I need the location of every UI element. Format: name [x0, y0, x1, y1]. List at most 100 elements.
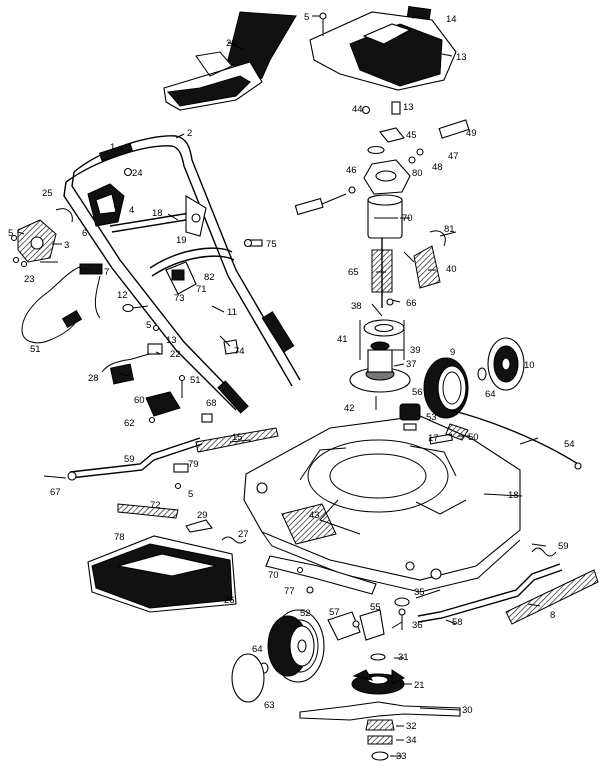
- part-number-82: 82: [204, 272, 215, 283]
- part-number-38: 38: [351, 301, 362, 312]
- part-number-47: 47: [448, 151, 459, 162]
- part-number-68: 68: [206, 398, 217, 409]
- part-number-3: 3: [64, 240, 69, 251]
- brush-holder-part: [403, 230, 446, 289]
- part-number-15: 15: [232, 432, 243, 443]
- motor-cover-part: [309, 5, 457, 91]
- part-number-5: 5: [146, 320, 151, 331]
- part-number-18: 18: [508, 490, 519, 501]
- switch-block-part: [399, 403, 469, 445]
- part-number-25: 25: [42, 188, 53, 199]
- motor-mount-part: [349, 319, 411, 410]
- part-number-18: 18: [152, 208, 163, 219]
- part-number-80: 80: [412, 168, 423, 179]
- part-number-28: 28: [88, 373, 99, 384]
- part-number-56: 56: [412, 387, 423, 398]
- grass-chute-part: [87, 503, 247, 613]
- part-number-39: 39: [410, 345, 421, 356]
- part-number-72: 72: [150, 500, 161, 511]
- part-number-13: 13: [166, 335, 177, 346]
- part-number-32: 32: [406, 721, 417, 732]
- part-number-30: 30: [462, 705, 473, 716]
- part-number-14: 14: [446, 14, 457, 25]
- part-number-62: 62: [124, 418, 135, 429]
- part-number-59: 59: [124, 454, 135, 465]
- part-number-13: 13: [403, 102, 414, 113]
- part-number-65: 65: [348, 267, 359, 278]
- mower-deck-part: [243, 415, 521, 593]
- part-number-22: 22: [170, 349, 181, 360]
- part-number-33: 33: [396, 751, 407, 762]
- part-number-45: 45: [406, 130, 417, 141]
- part-number-42: 42: [344, 403, 355, 414]
- part-number-49: 49: [466, 128, 477, 139]
- part-number-34: 34: [406, 735, 417, 746]
- part-number-40: 40: [446, 264, 457, 275]
- leader-lines: [17, 15, 547, 757]
- motor-armature-part: [367, 194, 403, 308]
- part-number-31: 31: [398, 652, 409, 663]
- part-number-59: 59: [558, 541, 569, 552]
- rear-rod-part: [43, 437, 203, 481]
- handle-assembly-part: [63, 135, 301, 414]
- part-number-53: 53: [426, 412, 437, 423]
- catcher-latch-part: [145, 374, 213, 424]
- part-number-66: 66: [406, 298, 417, 309]
- part-number-46: 46: [346, 165, 357, 176]
- part-number-52: 52: [300, 608, 311, 619]
- part-number-43: 43: [309, 510, 320, 521]
- part-number-23: 23: [24, 274, 35, 285]
- part-number-labels: 1 2 3 4 5 5 5 5 6 7 8 9 10 11 12 13 13 1…: [8, 12, 575, 762]
- rear-wheel-part: [423, 337, 582, 470]
- part-number-55: 55: [370, 602, 381, 613]
- part-number-7: 7: [104, 267, 109, 278]
- part-number-6: 6: [82, 228, 87, 239]
- front-wheel-part: [231, 609, 325, 703]
- part-number-1: 1: [110, 142, 115, 153]
- part-number-13: 13: [456, 52, 467, 63]
- part-number-71: 71: [196, 284, 207, 295]
- front-axle-part: [417, 547, 599, 625]
- part-number-5: 5: [188, 489, 193, 500]
- part-number-78: 78: [114, 532, 125, 543]
- switch-housing-part: [10, 167, 133, 268]
- part-number-54: 54: [564, 439, 575, 450]
- part-number-35: 35: [414, 587, 425, 598]
- rear-pivot-part: [219, 335, 239, 355]
- part-number-73: 73: [174, 293, 185, 304]
- part-number-21: 21: [414, 680, 425, 691]
- part-number-20: 20: [226, 38, 237, 49]
- part-number-2: 2: [187, 128, 192, 139]
- part-number-58: 58: [452, 617, 463, 628]
- part-number-29: 29: [197, 510, 208, 521]
- wiring-harness-part: [101, 324, 163, 385]
- height-adjuster-part: [165, 238, 263, 295]
- part-number-17: 17: [428, 433, 439, 444]
- front-hinge-part: [327, 609, 385, 641]
- part-number-41: 41: [337, 334, 348, 345]
- part-number-64: 64: [485, 389, 496, 400]
- part-number-79: 79: [188, 459, 199, 470]
- rear-flap-part: [173, 427, 279, 490]
- part-number-77: 77: [284, 586, 295, 597]
- part-number-19: 19: [176, 235, 187, 246]
- part-number-48: 48: [432, 162, 443, 173]
- part-number-60: 60: [134, 395, 145, 406]
- part-number-51: 51: [30, 344, 41, 355]
- part-number-36: 36: [412, 620, 423, 631]
- part-number-57: 57: [329, 607, 340, 618]
- part-number-50: 50: [468, 432, 479, 443]
- part-number-74: 74: [234, 346, 245, 357]
- part-number-67: 67: [50, 487, 61, 498]
- part-number-27: 27: [238, 529, 249, 540]
- part-number-24: 24: [132, 168, 143, 179]
- part-number-81: 81: [444, 224, 455, 235]
- motor-bracket-part: [294, 101, 470, 216]
- part-number-4: 4: [129, 205, 134, 216]
- part-number-51: 51: [190, 375, 201, 386]
- grass-deflector-part: [163, 11, 297, 111]
- part-number-5: 5: [8, 228, 13, 239]
- part-number-10: 10: [524, 360, 535, 371]
